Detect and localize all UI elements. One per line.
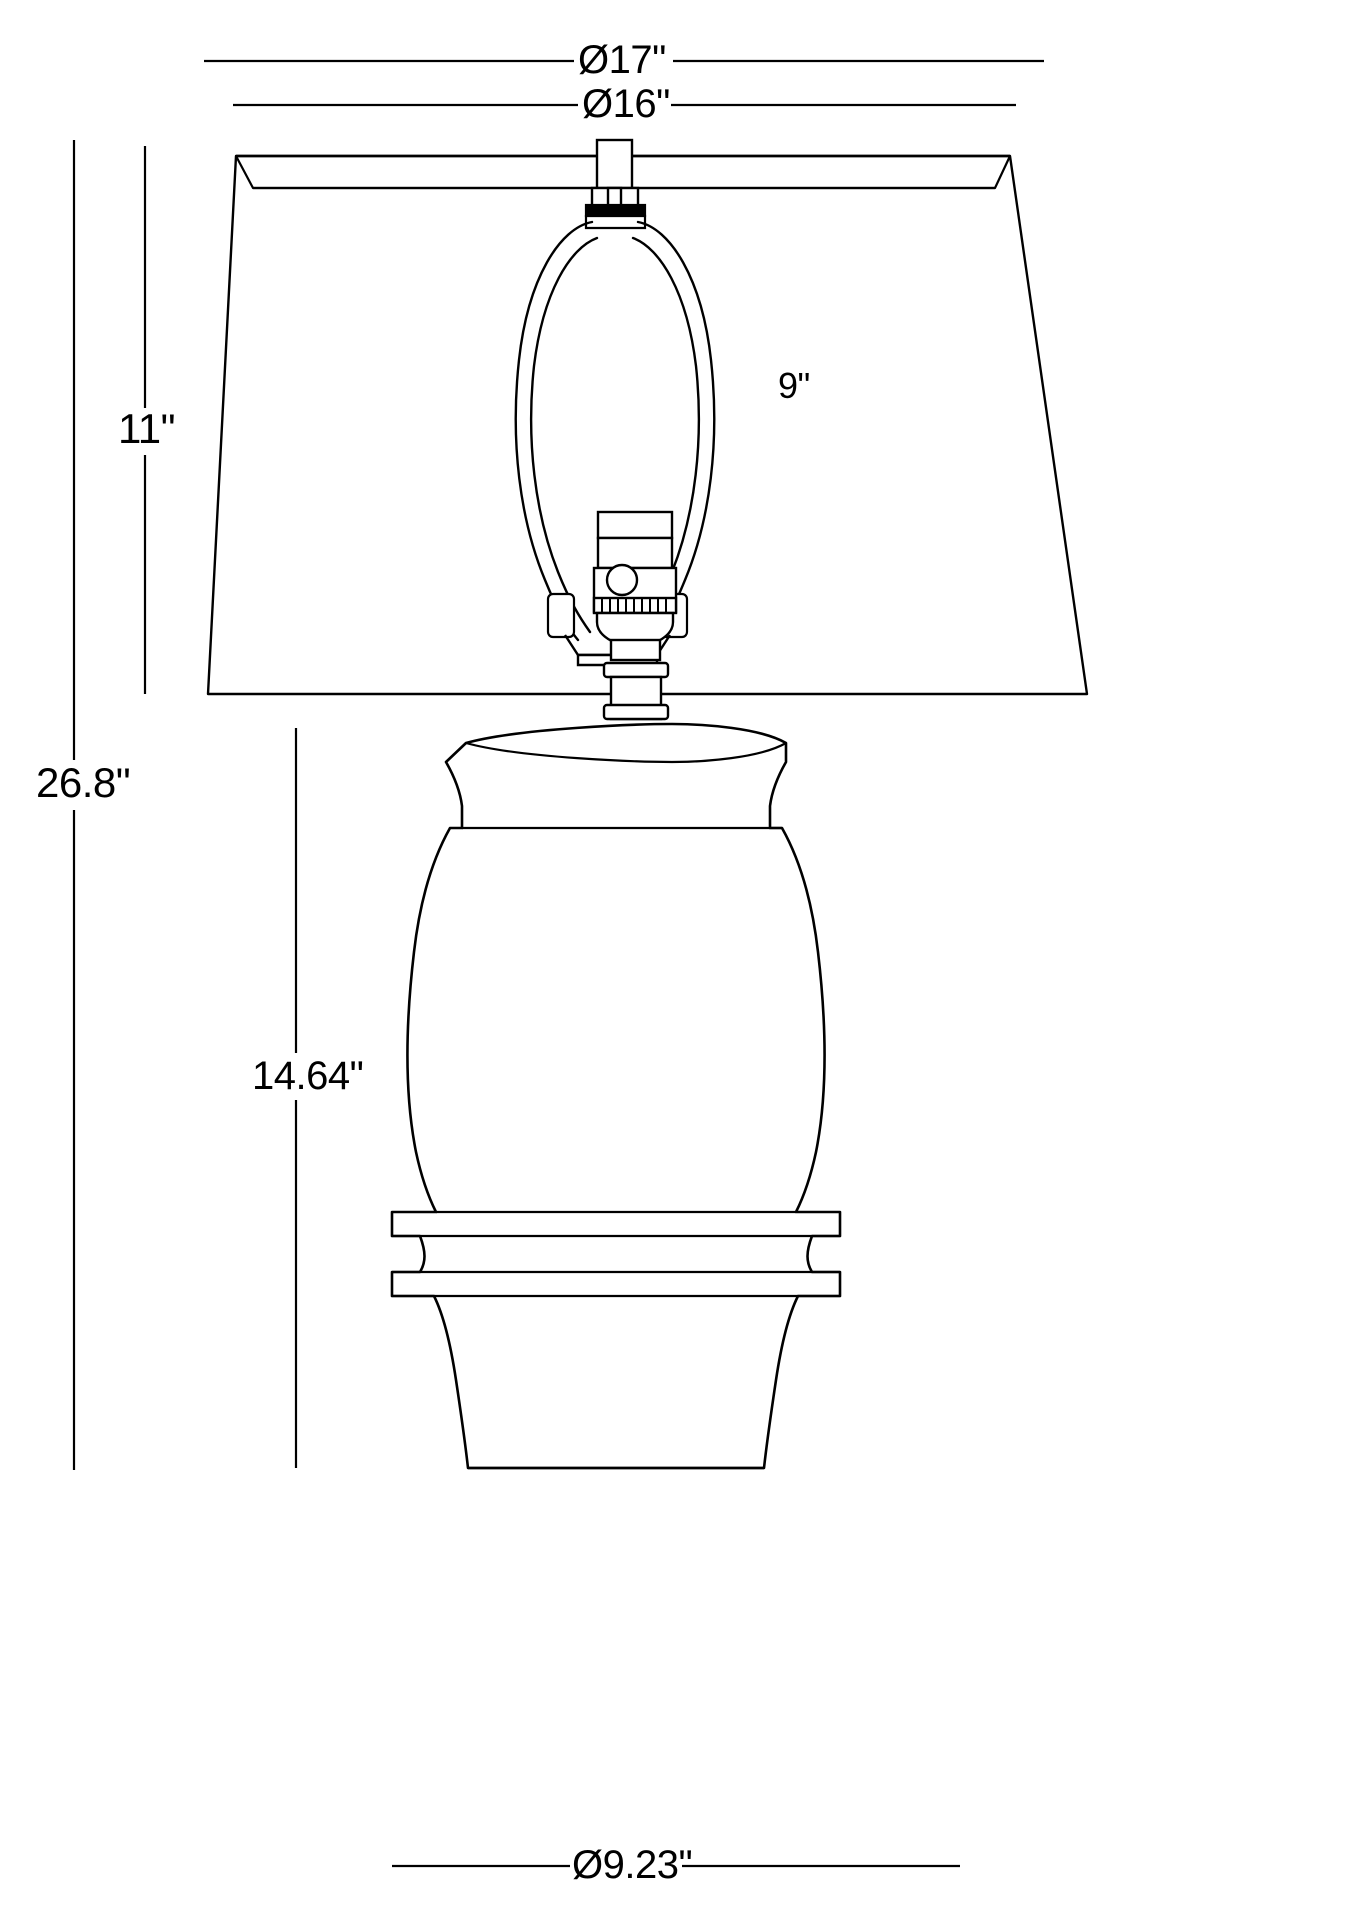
socket-shell-top	[596, 510, 674, 540]
socket-knurl-ticks	[601, 598, 667, 613]
dim-label-base-height: 14.64"	[252, 1054, 364, 1098]
dim-label-overall-height: 26.8"	[36, 759, 131, 806]
dim-label-harp-height: 9"	[778, 365, 810, 406]
socket	[592, 510, 678, 662]
body-top-ellipse	[465, 741, 787, 764]
body-outline	[390, 722, 842, 1470]
finial-cap	[595, 138, 634, 190]
socket-shell-mid	[596, 536, 674, 570]
shade-fitter	[584, 203, 647, 230]
dimension-lines	[72, 59, 1044, 1868]
switch-knob-icon	[605, 563, 639, 597]
dim-label-base-diameter: Ø9.23"	[572, 1843, 693, 1887]
fitter-collar	[584, 214, 647, 230]
dim-label-shade-top-diameter: Ø17"	[578, 38, 666, 82]
dim-label-shade-bottom-diameter: Ø16"	[582, 82, 670, 126]
neck-collar-top	[602, 661, 670, 679]
neck-collar-bottom	[602, 703, 670, 721]
lamp-body	[390, 722, 842, 1470]
socket-hub	[609, 638, 662, 662]
harp-clip-left	[546, 592, 576, 639]
neck	[602, 661, 670, 721]
dim-label-shade-height: 11"	[118, 405, 176, 452]
finial	[590, 138, 640, 216]
